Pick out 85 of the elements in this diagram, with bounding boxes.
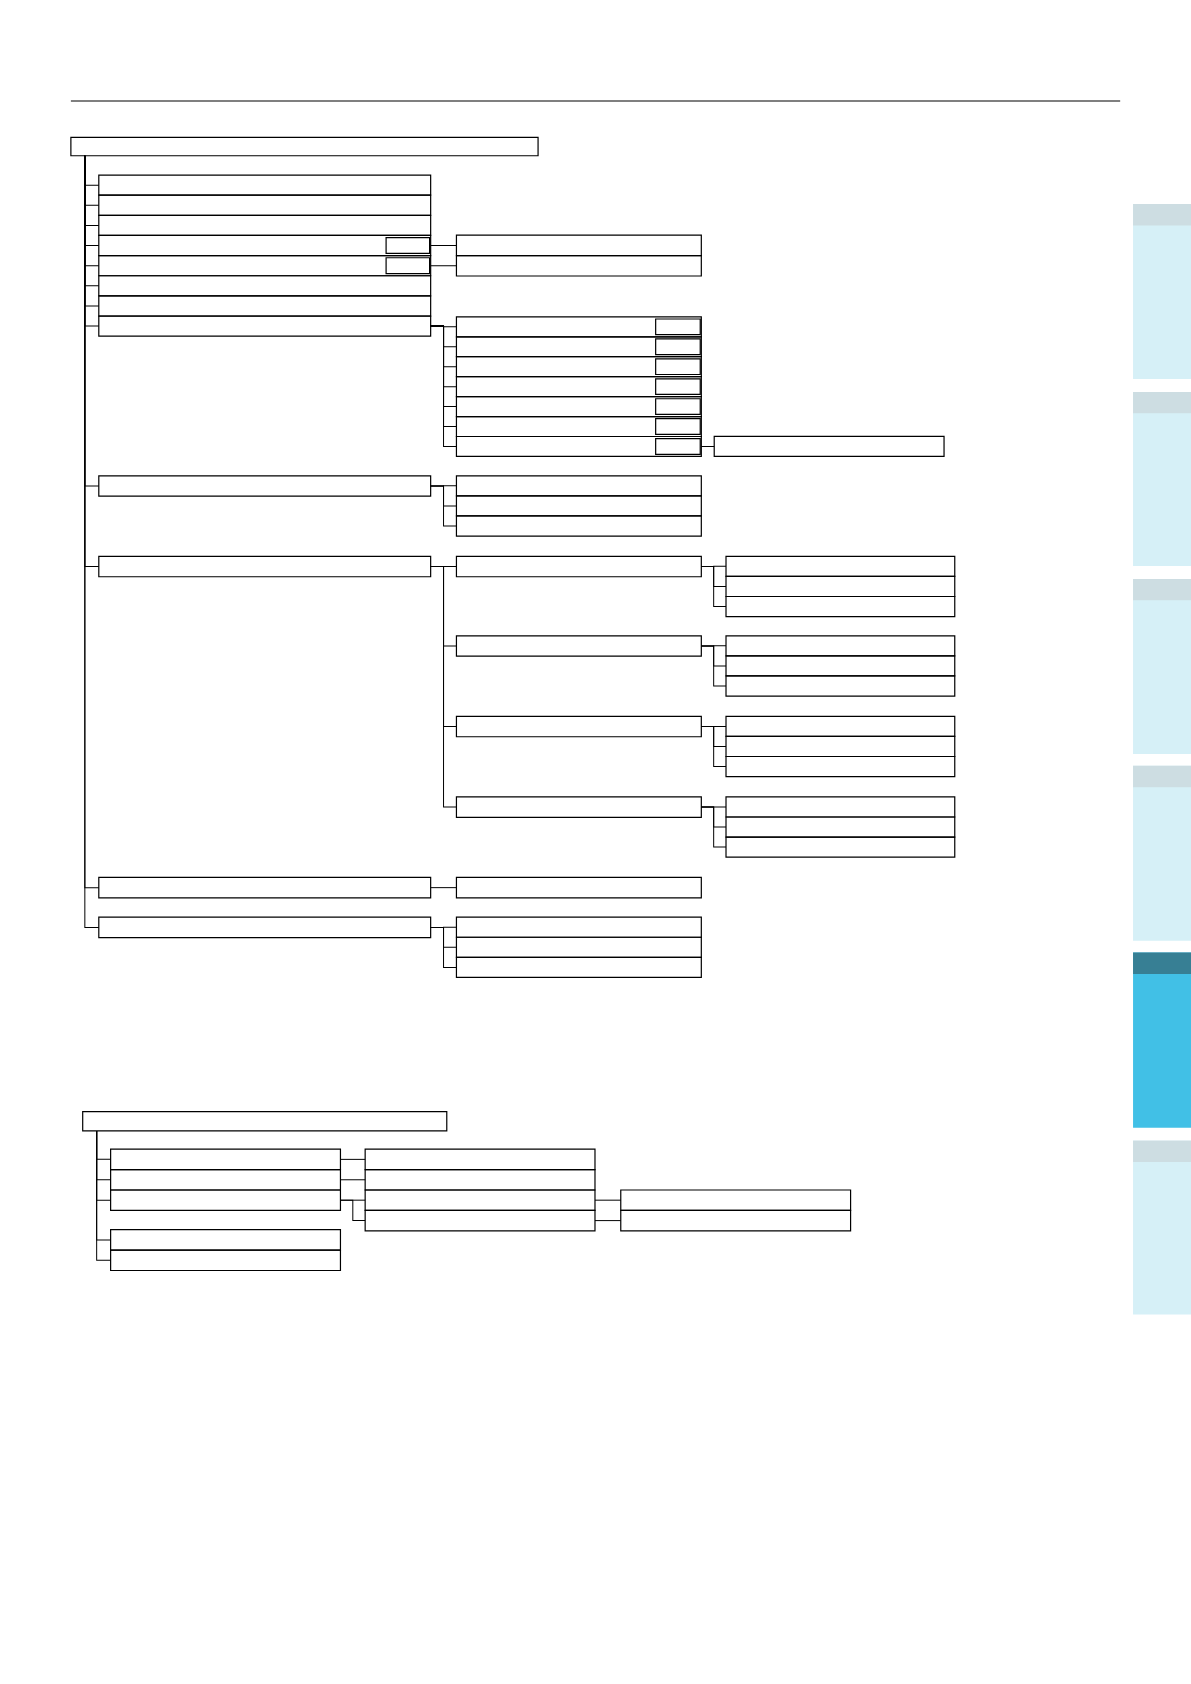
box [110,1148,342,1171]
box [455,956,702,979]
box [725,575,956,598]
box [455,415,702,438]
connector-line [430,265,457,267]
box [455,376,702,398]
box [620,1189,852,1211]
box [455,336,702,358]
connector-line [339,1179,366,1181]
box [455,435,702,458]
box [110,1168,342,1191]
box [98,234,432,257]
box [364,1189,596,1211]
box [455,715,702,738]
box [455,515,702,537]
box [725,836,956,858]
inner-box [655,378,701,396]
box [455,796,702,818]
inner-box [655,338,701,356]
inner-box [655,318,701,336]
box [98,194,432,216]
box [725,816,956,838]
box [98,174,432,196]
connector-line [430,485,457,527]
box [455,396,702,418]
inner-box [655,418,701,435]
box [725,655,956,677]
box [725,796,956,818]
connector-line [339,1199,366,1222]
box [455,555,702,578]
connector-line [339,1158,366,1160]
box [455,234,702,257]
box [725,755,956,778]
box [364,1148,596,1171]
box [725,675,956,697]
connector-line [700,806,727,848]
box [455,936,702,958]
box [725,595,956,618]
connector-line [594,1220,622,1222]
box [455,316,702,338]
box [455,475,702,497]
inner-box [385,257,431,275]
box [455,916,702,938]
box [98,295,432,317]
box [110,1249,342,1272]
inner-box [655,438,701,455]
inner-box [655,398,701,415]
box [98,275,432,297]
box [82,1110,448,1132]
connector-line [430,566,457,808]
box [98,475,432,497]
box [725,635,956,657]
box [725,735,956,758]
connector-line [594,1199,622,1201]
box [364,1168,596,1191]
connector-line [430,887,457,889]
box [98,555,432,578]
box [713,435,945,458]
connector-line [700,566,727,608]
box [98,255,432,277]
box [110,1189,342,1211]
inner-box [385,237,431,255]
inner-box [655,358,701,376]
box [455,876,702,899]
box [620,1209,852,1232]
box [98,214,432,237]
connector-line [430,926,457,968]
connector-line [96,1130,112,1261]
connector-line [430,244,457,247]
box [455,635,702,657]
connector-line [700,726,727,768]
box [455,495,702,517]
box [455,356,702,378]
box [725,715,956,738]
box [98,916,432,939]
box [70,136,539,157]
box [725,555,956,577]
box [364,1209,596,1232]
box [98,315,432,337]
box [110,1229,342,1251]
connector-line [430,325,457,447]
box [98,876,432,899]
connector-line [700,645,727,687]
connector-line [700,445,715,447]
box [455,255,702,277]
